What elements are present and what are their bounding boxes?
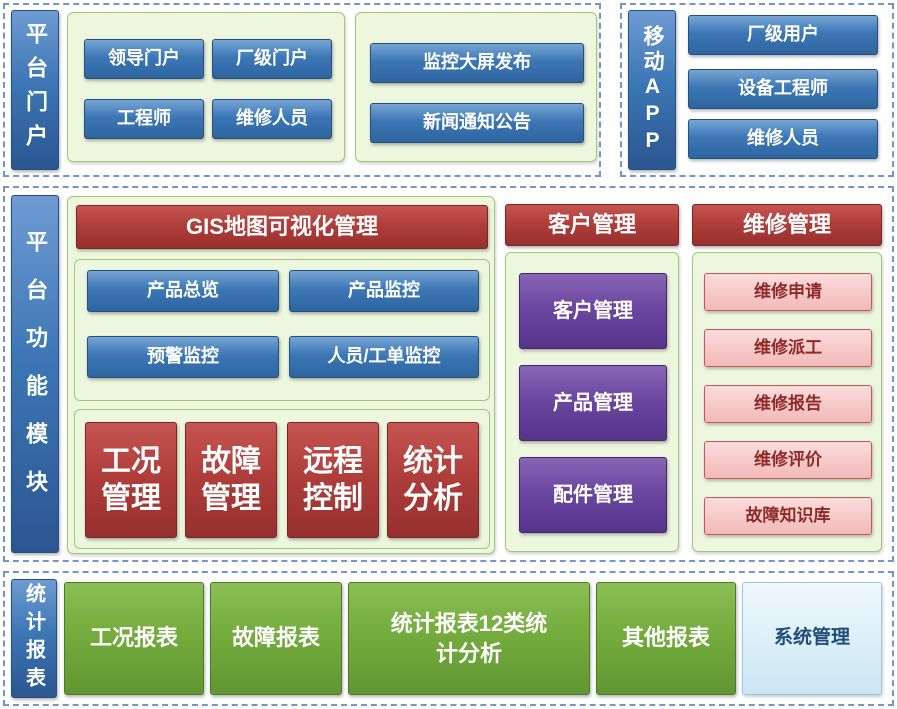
node-condition-report: 工况报表 bbox=[64, 582, 204, 695]
reports-section: 统计报表 工况报表 故障报表 统计报表12类统计分析 其他报表 系统管理 bbox=[3, 571, 894, 706]
node-worker-order-monitor: 人员/工单监控 bbox=[289, 336, 479, 378]
monitor-panel: 产品总览 产品监控 预警监控 人员/工单监控 bbox=[74, 259, 490, 401]
node-repair-report: 维修报告 bbox=[704, 385, 872, 423]
node-repair-request: 维修申请 bbox=[704, 273, 872, 311]
portal-users-panel: 领导门户 厂级门户 工程师 维修人员 bbox=[67, 12, 345, 162]
node-news-notice: 新闻通知公告 bbox=[370, 103, 584, 143]
node-maintenance-staff: 维修人员 bbox=[212, 99, 332, 139]
portal-section-label: 平台门户 bbox=[11, 10, 59, 170]
portal-section: 平台门户 领导门户 厂级门户 工程师 维修人员 监控大屏发布 新闻通知公告 bbox=[3, 3, 601, 177]
gis-header: GIS地图可视化管理 bbox=[76, 205, 488, 249]
node-condition-mgmt: 工况管理 bbox=[85, 422, 177, 538]
node-system-mgmt: 系统管理 bbox=[742, 582, 882, 695]
reports-section-label: 统计报表 bbox=[11, 579, 57, 698]
node-other-report: 其他报表 bbox=[596, 582, 736, 695]
node-product-mgmt: 产品管理 bbox=[519, 365, 667, 441]
node-repair-evaluation: 维修评价 bbox=[704, 441, 872, 479]
customer-panel: 客户管理 产品管理 配件管理 bbox=[505, 252, 679, 552]
node-label: 故障管理 bbox=[201, 444, 261, 516]
node-customer-mgmt: 客户管理 bbox=[519, 273, 667, 349]
node-remote-control: 远程控制 bbox=[287, 422, 379, 538]
node-fault-mgmt: 故障管理 bbox=[185, 422, 277, 538]
node-maintenance-staff-mobile: 维修人员 bbox=[688, 119, 878, 159]
modules-section-label: 平台功能模块 bbox=[11, 195, 59, 553]
management-panel: 工况管理 故障管理 远程控制 统计分析 bbox=[74, 409, 490, 549]
node-equipment-engineer: 设备工程师 bbox=[688, 69, 878, 109]
node-leader-portal: 领导门户 bbox=[84, 39, 204, 79]
node-warning-monitor: 预警监控 bbox=[87, 336, 279, 378]
node-repair-dispatch: 维修派工 bbox=[704, 329, 872, 367]
node-stat-report: 统计报表12类统计分析 bbox=[348, 582, 590, 695]
node-stat-analysis: 统计分析 bbox=[387, 422, 479, 538]
node-factory-user: 厂级用户 bbox=[688, 15, 878, 55]
node-fault-knowledge: 故障知识库 bbox=[704, 497, 872, 535]
node-factory-portal: 厂级门户 bbox=[212, 39, 332, 79]
portal-publish-panel: 监控大屏发布 新闻通知公告 bbox=[355, 12, 597, 162]
node-label: 统计分析 bbox=[403, 444, 463, 516]
gis-panel: GIS地图可视化管理 产品总览 产品监控 预警监控 人员/工单监控 工况管理 故… bbox=[67, 196, 495, 554]
node-parts-mgmt: 配件管理 bbox=[519, 457, 667, 533]
maintenance-header: 维修管理 bbox=[692, 204, 882, 246]
maintenance-panel: 维修申请 维修派工 维修报告 维修评价 故障知识库 bbox=[692, 252, 882, 552]
node-product-monitor: 产品监控 bbox=[289, 270, 479, 312]
node-engineer: 工程师 bbox=[84, 99, 204, 139]
node-product-overview: 产品总览 bbox=[87, 270, 279, 312]
node-screen-publish: 监控大屏发布 bbox=[370, 43, 584, 83]
mobile-section-label: 移动APP bbox=[628, 10, 676, 170]
node-label: 远程控制 bbox=[303, 444, 363, 516]
mobile-app-section: 移动APP 厂级用户 设备工程师 维修人员 bbox=[620, 3, 894, 177]
customer-header: 客户管理 bbox=[505, 204, 679, 246]
node-label: 工况管理 bbox=[101, 444, 161, 516]
node-fault-report: 故障报表 bbox=[210, 582, 342, 695]
modules-section: 平台功能模块 GIS地图可视化管理 产品总览 产品监控 预警监控 人员/工单监控… bbox=[3, 186, 894, 562]
